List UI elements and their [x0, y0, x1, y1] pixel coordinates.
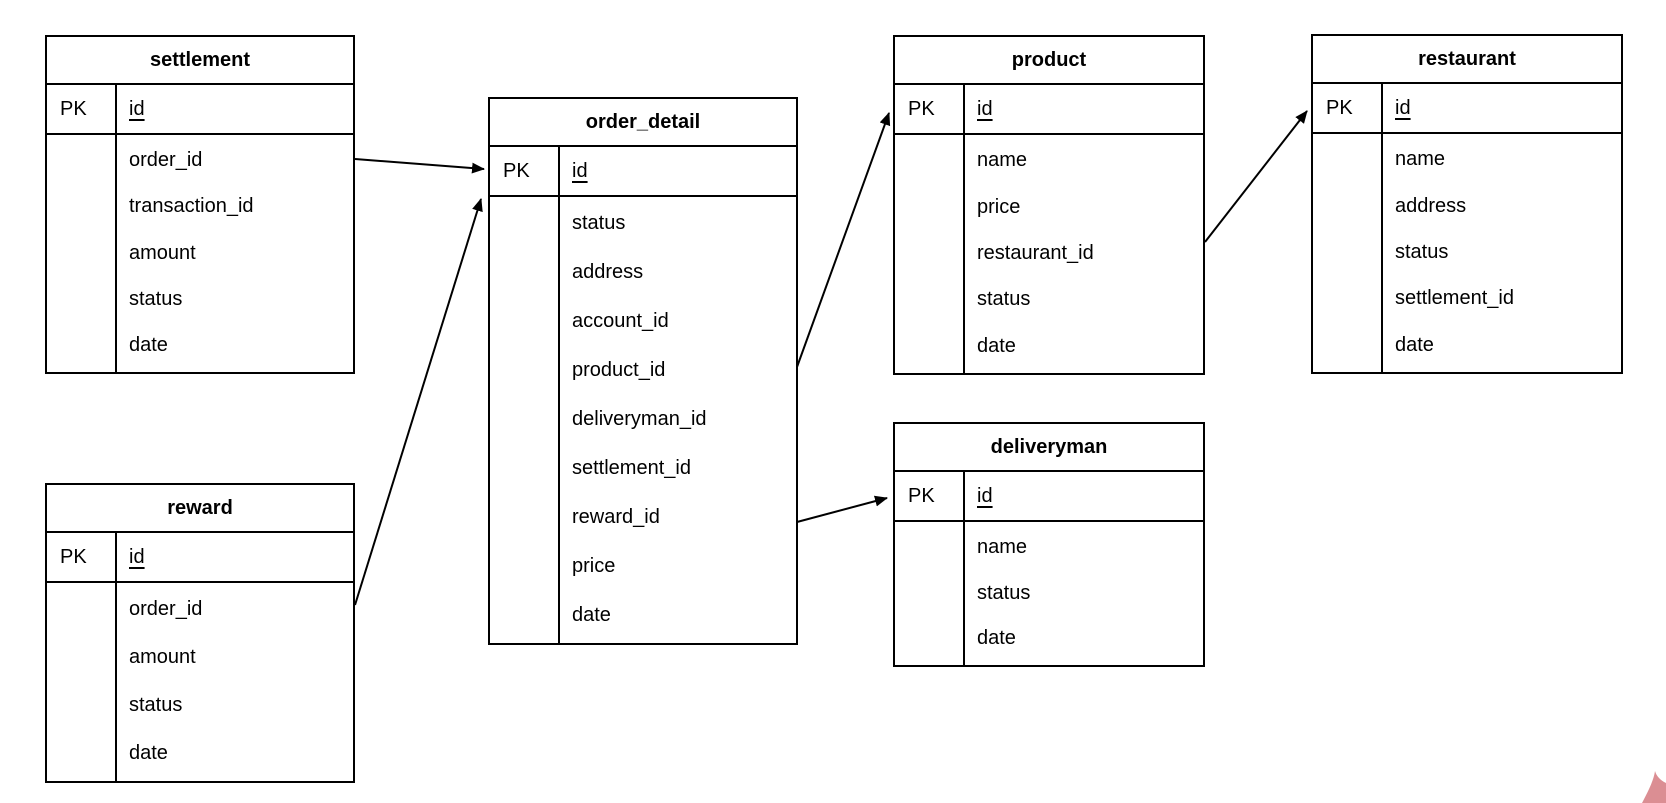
column-name: amount [129, 646, 196, 668]
table-restaurant: restaurant PK id name address status set… [1311, 34, 1623, 374]
pk-row: PK id [490, 147, 796, 197]
column-name: deliveryman_id [572, 408, 707, 430]
pk-column-name: id [129, 546, 145, 568]
pk-column-name: id [1395, 97, 1411, 119]
table-product: product PK id name price restaurant_id s… [893, 35, 1205, 375]
pk-row: PK id [47, 533, 353, 583]
pk-badge: PK [47, 85, 117, 133]
column-name: name [977, 535, 1028, 558]
pk-row: PK id [1313, 84, 1621, 134]
column-name: date [977, 334, 1016, 357]
pk-column-name: id [977, 98, 993, 120]
arrow-settlement-to-order_detail [354, 158, 485, 174]
key-column-spacer [895, 522, 965, 665]
table-title: order_detail [490, 99, 796, 147]
table-title: settlement [47, 37, 353, 85]
column-name: date [572, 603, 611, 626]
column-name: status [572, 212, 626, 235]
arrow-order_detail-to-deliveryman [796, 495, 888, 523]
column-name: restaurant_id [977, 242, 1094, 265]
column-name: address [1395, 194, 1467, 217]
column-name: price [572, 554, 616, 577]
column-name: status [129, 694, 183, 716]
table-deliveryman: deliveryman PK id name status date [893, 422, 1205, 667]
pk-badge: PK [895, 472, 965, 520]
table-title: product [895, 37, 1203, 85]
table-order_detail: order_detail PK id status address accoun… [488, 97, 798, 645]
column-name: date [129, 333, 168, 356]
key-column-spacer [47, 135, 117, 372]
column-name: order_id [129, 598, 203, 620]
arrow-order_detail-to-product [796, 112, 891, 368]
table-settlement: settlement PK id order_id transaction_id… [45, 35, 355, 374]
pk-row: PK id [47, 85, 353, 135]
column-name: amount [129, 241, 196, 264]
column-name: price [977, 195, 1021, 218]
decorative-corner-shape [1642, 771, 1666, 803]
pk-badge: PK [47, 533, 117, 581]
key-column-spacer [47, 583, 117, 781]
pk-badge: PK [895, 85, 965, 133]
column-name: address [572, 261, 644, 284]
pk-row: PK id [895, 472, 1203, 522]
column-name: name [1395, 148, 1446, 171]
column-name: transaction_id [129, 195, 254, 218]
column-name: reward_id [572, 505, 660, 528]
column-name: order_id [129, 149, 203, 172]
column-name: date [129, 742, 168, 764]
column-name: status [1395, 241, 1449, 264]
key-column-spacer [1313, 134, 1383, 372]
column-name: settlement_id [1395, 287, 1514, 310]
column-name: date [1395, 333, 1434, 356]
table-title: reward [47, 485, 353, 533]
pk-column-name: id [129, 98, 145, 120]
table-title: deliveryman [895, 424, 1203, 472]
pk-badge: PK [490, 147, 560, 195]
table-reward: reward PK id order_id amount status date [45, 483, 355, 783]
column-name: status [129, 287, 183, 310]
key-column-spacer [895, 135, 965, 373]
column-name: status [977, 581, 1031, 604]
pk-badge: PK [1313, 84, 1383, 132]
column-name: date [977, 627, 1016, 650]
column-name: name [977, 149, 1028, 172]
arrow-product-to-restaurant [1204, 110, 1308, 243]
pk-row: PK id [895, 85, 1203, 135]
column-name: product_id [572, 359, 666, 382]
column-name: settlement_id [572, 456, 691, 479]
column-name: account_id [572, 310, 669, 333]
table-title: restaurant [1313, 36, 1621, 84]
arrow-reward-to-order_detail [354, 198, 483, 606]
pk-column-name: id [572, 160, 588, 182]
pk-column-name: id [977, 485, 993, 507]
key-column-spacer [490, 197, 560, 643]
column-name: status [977, 288, 1031, 311]
